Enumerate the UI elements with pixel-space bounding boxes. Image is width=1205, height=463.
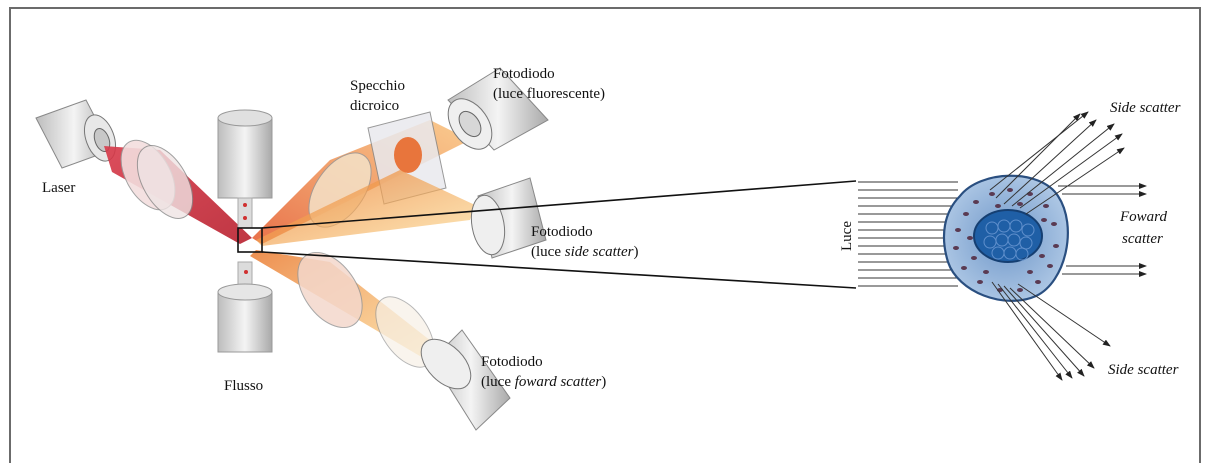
label-pd-fluo-line2: (luce fluorescente) — [493, 86, 605, 102]
particle — [243, 216, 247, 220]
label-flow: Flusso — [224, 378, 263, 394]
cell — [944, 176, 1068, 301]
flow-nozzle-top — [218, 110, 272, 228]
label-pd-side-line1: Fotodiodo — [531, 224, 593, 240]
label-pd-side-line2: (luce side scatter) — [531, 244, 638, 260]
label-pd-fwd-line1: Fotodiodo — [481, 354, 543, 370]
mirror-spot — [394, 137, 422, 173]
label-mirror-line1: Specchio — [350, 78, 405, 94]
label-laser: Laser — [42, 180, 75, 196]
label-mirror-line2: dicroico — [350, 98, 399, 114]
label-forward-line2: scatter — [1122, 231, 1163, 247]
label-forward-line1: Foward — [1119, 209, 1167, 225]
label-light: Luce — [839, 221, 855, 251]
forward-scatter-rays — [1058, 186, 1146, 274]
flow-nozzle-bottom — [218, 262, 272, 352]
label-pd-fluo-line1: Fotodiodo — [493, 66, 555, 82]
label-side-scatter-bottom: Side scatter — [1108, 362, 1179, 378]
label-pd-fwd-line2: (luce foward scatter) — [481, 374, 606, 390]
particle — [244, 270, 248, 274]
nucleus — [974, 210, 1042, 262]
label-side-scatter-top: Side scatter — [1110, 100, 1181, 116]
particle — [243, 203, 247, 207]
